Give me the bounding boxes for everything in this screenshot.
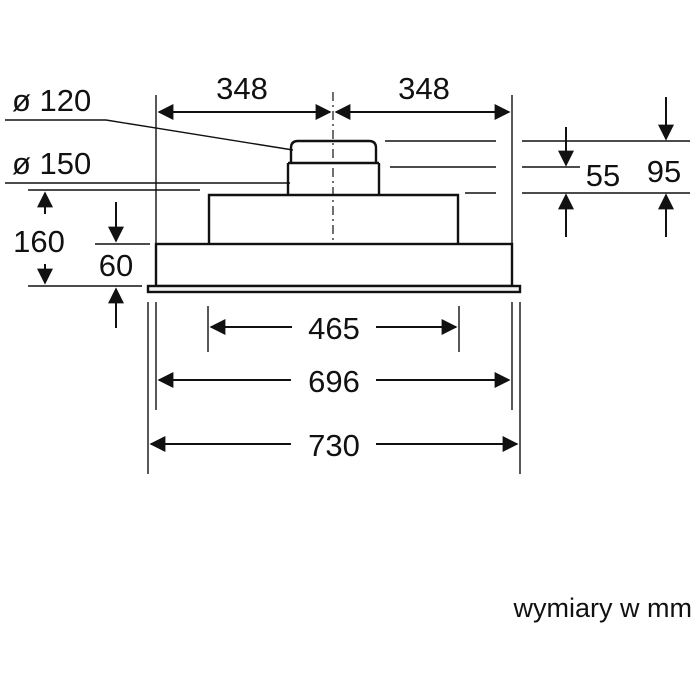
bottom-panel — [146, 284, 522, 294]
bottom-dimensions: 465 696 730 — [147, 302, 521, 474]
right-dimensions: 55 95 — [385, 97, 690, 237]
duct-collar-120 — [289, 139, 378, 163]
dim-465: 465 — [308, 311, 360, 346]
top-dimensions: 348 348 — [155, 71, 513, 244]
dim-348-left: 348 — [216, 71, 268, 106]
dim-160: 160 — [13, 224, 65, 259]
units-note: wymiary w mm — [513, 593, 692, 623]
dia-120-leader — [105, 119, 294, 151]
dim-348-right: 348 — [398, 71, 450, 106]
base-box — [154, 242, 514, 288]
dim-730: 730 — [308, 428, 360, 463]
dia-150-label: ø 150 — [12, 146, 91, 181]
hood-body — [146, 92, 522, 294]
dim-696: 696 — [308, 364, 360, 399]
dim-55: 55 — [586, 158, 620, 193]
diameter-callouts: ø 120 ø 150 — [5, 83, 294, 184]
dia-120-label: ø 120 — [12, 83, 91, 118]
dim-95: 95 — [647, 154, 681, 189]
dim-60: 60 — [99, 248, 133, 283]
left-dimensions: 160 60 — [13, 189, 200, 328]
